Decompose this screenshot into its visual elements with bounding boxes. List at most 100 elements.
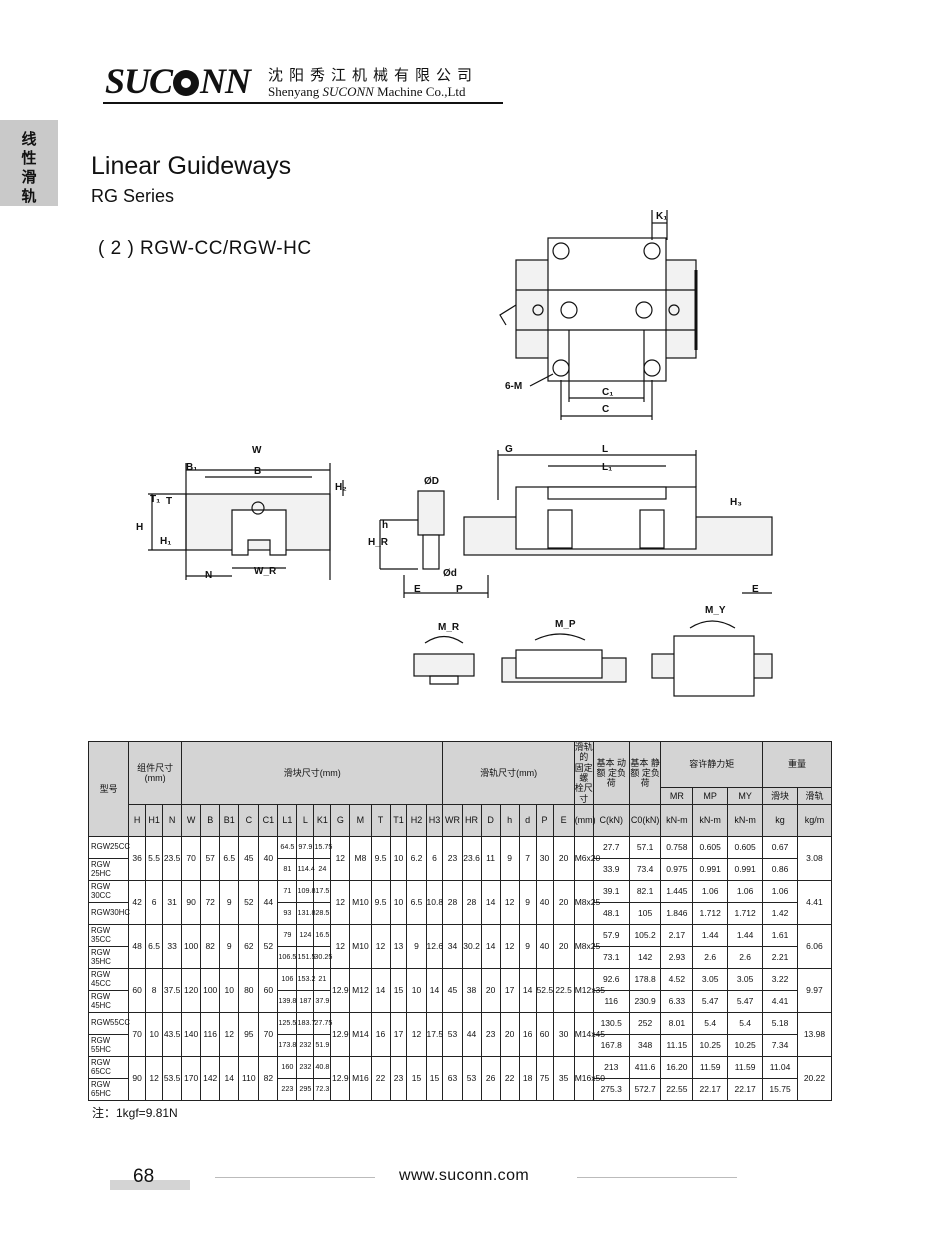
cell-b: 100 bbox=[200, 968, 221, 1014]
cell-p: 40 bbox=[535, 880, 554, 926]
cell-m: M14 bbox=[349, 1012, 372, 1058]
cell-d: 14 bbox=[480, 924, 501, 970]
label-H1: H₁ bbox=[160, 536, 171, 547]
label-K1: K₁ bbox=[656, 211, 667, 222]
unit-cell-7: kg/m bbox=[797, 804, 832, 838]
company-en-brand: SUCONN bbox=[322, 84, 374, 99]
cell-b: 82 bbox=[200, 924, 221, 970]
gear-icon bbox=[173, 70, 200, 96]
cell-h2: 12 bbox=[406, 1012, 427, 1058]
cell-wr: 23 bbox=[442, 836, 463, 882]
model-cell: RGW55CC bbox=[87, 1012, 130, 1036]
header-mr: MR bbox=[660, 786, 694, 806]
cell-n: 53.5 bbox=[162, 1056, 183, 1102]
header-rule bbox=[103, 102, 503, 104]
cell-h: 9 bbox=[499, 836, 520, 882]
cell-hr: 44 bbox=[461, 1012, 482, 1058]
cell-mr: 1.445 bbox=[660, 880, 694, 904]
logo-text-left: SUC bbox=[105, 61, 173, 101]
cell-mp: 11.59 bbox=[692, 1056, 729, 1080]
unit-cell-6: kg bbox=[762, 804, 799, 838]
cell-k1: 37.9 bbox=[313, 990, 332, 1014]
cell-hr: 30.2 bbox=[461, 924, 482, 970]
cell-mr: 1.846 bbox=[660, 902, 694, 926]
cell-c: 80 bbox=[238, 968, 260, 1014]
cell-bolt: M8x25 bbox=[573, 924, 600, 970]
cell-l1: 71 bbox=[277, 880, 298, 904]
header-bolt: 滑轨的 固定螺 栓尺寸 bbox=[573, 740, 594, 806]
cell-my: 1.44 bbox=[727, 924, 764, 948]
unit-cell-5: kN-m bbox=[727, 804, 764, 838]
cell-wblock: 4.41 bbox=[762, 990, 799, 1014]
cell-d: 18 bbox=[518, 1056, 537, 1102]
cell-l1: 160 bbox=[277, 1056, 298, 1080]
column-t: T bbox=[370, 804, 391, 838]
page-title: Linear Guideways bbox=[91, 152, 292, 180]
label-C1: C₁ bbox=[602, 387, 613, 398]
cell-l: 114.4 bbox=[296, 858, 315, 882]
unit-cell-2: C0(kN) bbox=[628, 804, 662, 838]
cell-t: 12 bbox=[370, 924, 391, 970]
cell-cdyn: 275.3 bbox=[592, 1078, 630, 1102]
label-MR: M_R bbox=[438, 622, 460, 633]
cell-wrail: 6.06 bbox=[797, 924, 832, 970]
cell-l: 232 bbox=[296, 1056, 315, 1080]
page-number: 68 bbox=[133, 1166, 155, 1187]
cell-c: 110 bbox=[238, 1056, 260, 1102]
cell-g: 12.9 bbox=[330, 1012, 351, 1058]
column-g: G bbox=[330, 804, 351, 838]
cell-h3: 12.6 bbox=[425, 924, 444, 970]
side-tab: 线性滑轨 bbox=[0, 120, 58, 206]
cell-g: 12.9 bbox=[330, 1056, 351, 1102]
cell-wblock: 15.75 bbox=[762, 1078, 799, 1102]
model-cell: RGW 35HC bbox=[87, 946, 130, 970]
top-view-drawing bbox=[499, 210, 698, 420]
cell-mr: 2.17 bbox=[660, 924, 694, 948]
cell-mr: 6.33 bbox=[660, 990, 694, 1014]
label-WR: W_R bbox=[254, 566, 277, 577]
cell-c0: 82.1 bbox=[628, 880, 662, 904]
cell-l1: 64.5 bbox=[277, 836, 298, 860]
cell-k1: 27.75 bbox=[313, 1012, 332, 1036]
cell-w: 120 bbox=[181, 968, 202, 1014]
column-l1: L1 bbox=[277, 804, 298, 838]
cell-c1: 52 bbox=[258, 924, 279, 970]
cell-k1: 24 bbox=[313, 858, 332, 882]
cell-h: 60 bbox=[128, 968, 147, 1014]
cell-my: 5.47 bbox=[727, 990, 764, 1014]
cell-mr: 0.758 bbox=[660, 836, 694, 860]
cell-wrail: 3.08 bbox=[797, 836, 832, 882]
cell-c0: 348 bbox=[628, 1034, 662, 1058]
cell-l: 183.7 bbox=[296, 1012, 315, 1036]
company-en-a: Shenyang bbox=[268, 84, 320, 99]
cell-bolt: M12x35 bbox=[573, 968, 605, 1014]
cell-h2: 9 bbox=[406, 924, 427, 970]
cell-l: 131.8 bbox=[296, 902, 315, 926]
cell-mp: 2.6 bbox=[692, 946, 729, 970]
cell-k1: 40.8 bbox=[313, 1056, 332, 1080]
cell-g: 12.9 bbox=[330, 968, 351, 1014]
label-H3: H₃ bbox=[730, 497, 742, 508]
header-assembly: 组件尺寸 (mm) bbox=[128, 740, 183, 806]
cell-my: 3.05 bbox=[727, 968, 764, 992]
model-cell: RGW30HC bbox=[87, 902, 130, 926]
cell-p: 52.5 bbox=[535, 968, 554, 1014]
column-l: L bbox=[296, 804, 315, 838]
cell-c1: 60 bbox=[258, 968, 279, 1014]
cell-h2: 6.2 bbox=[406, 836, 427, 882]
column-n: N bbox=[162, 804, 183, 838]
cell-mr: 0.975 bbox=[660, 858, 694, 882]
cell-n: 23.5 bbox=[162, 836, 183, 882]
column-wr: WR bbox=[442, 804, 463, 838]
cell-k1: 21 bbox=[313, 968, 332, 992]
cell-l: 187 bbox=[296, 990, 315, 1014]
cell-c1: 82 bbox=[258, 1056, 279, 1102]
cell-b1: 9 bbox=[219, 880, 240, 926]
cell-h2: 15 bbox=[406, 1056, 427, 1102]
cell-h1: 6 bbox=[145, 880, 164, 926]
cell-d: 20 bbox=[480, 968, 501, 1014]
